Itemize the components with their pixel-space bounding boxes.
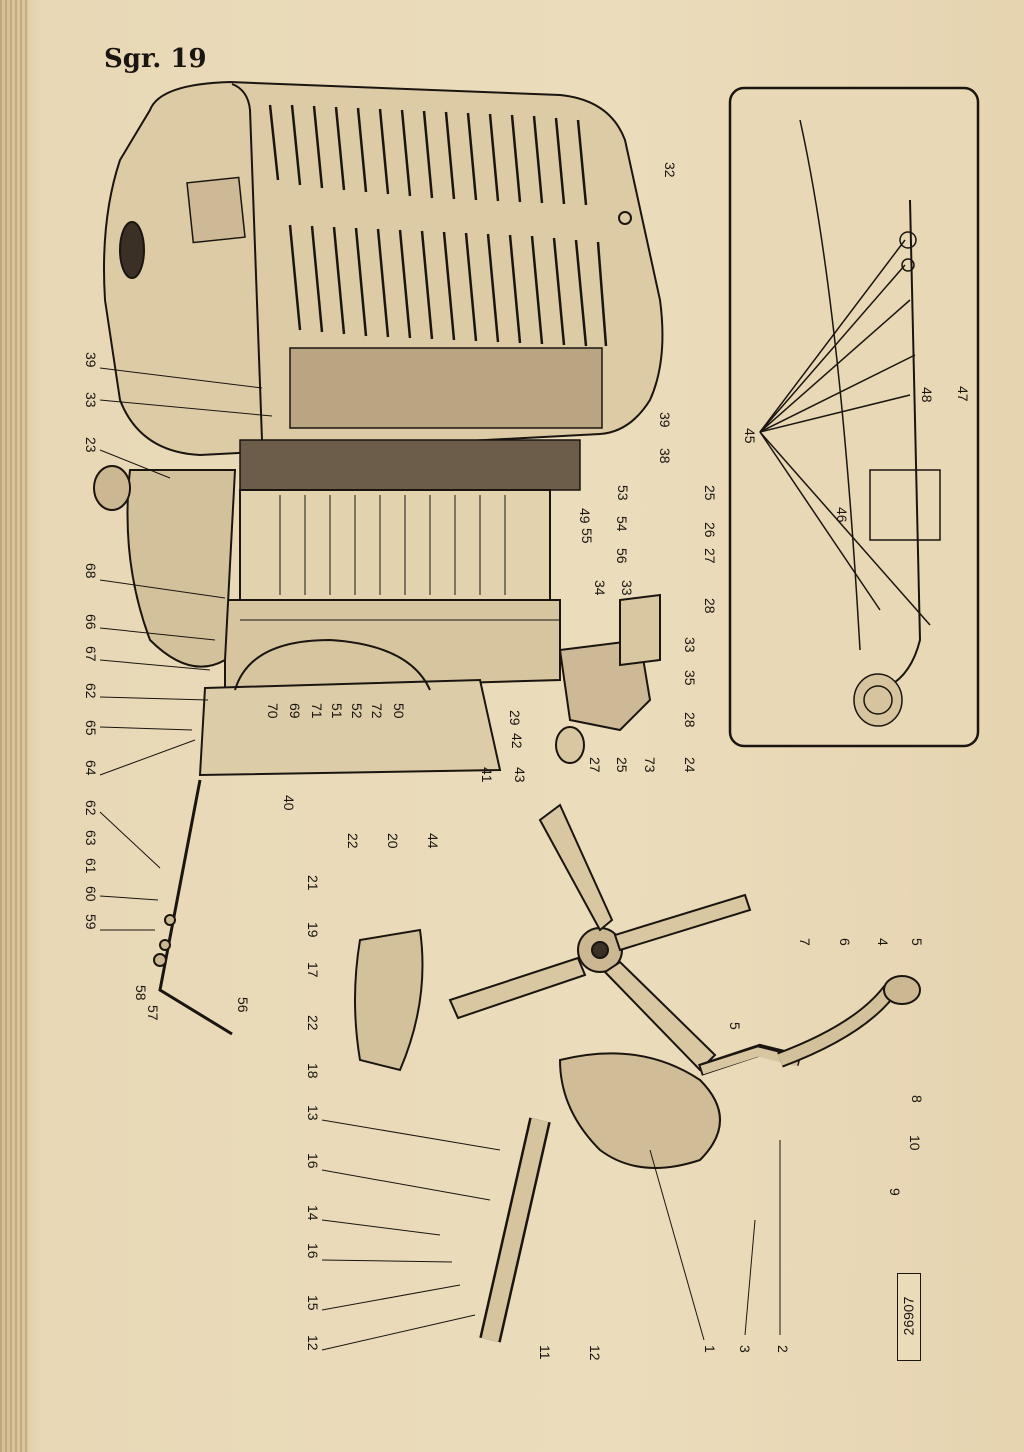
callout-8: 8 [909,1095,925,1103]
callout-20: 20 [385,833,401,849]
callout-30: 27 [587,757,603,773]
callout-70: 69 [287,703,303,719]
callout-18: 18 [305,1063,321,1079]
callout-67: 66 [83,614,99,630]
callout-37: 33 [83,392,99,408]
callout-12b: 12 [587,1345,603,1361]
callout-23: 23 [83,437,99,453]
callout-27: 27 [702,548,718,564]
callout-5b: 5 [727,1022,743,1030]
callout-36: 32 [662,162,678,178]
page-spine-edge [0,0,28,1452]
callout-71: 70 [265,703,281,719]
callout-1: 1 [702,1345,718,1353]
callout-47: 47 [955,386,971,402]
cooling-fan [448,803,752,1072]
callout-49: 49 [577,508,593,524]
callout-51: 51 [329,703,345,719]
callout-28: 28 [702,598,718,614]
callout-60: 59 [83,914,99,930]
callout-63: 62 [83,800,99,816]
callout-69: 68 [83,563,99,579]
callout-52: 52 [349,703,365,719]
callout-46: 46 [834,507,850,523]
callout-3: 3 [737,1345,753,1353]
callout-72: 71 [309,703,325,719]
callout-73: 72 [369,703,385,719]
callout-21: 21 [305,875,321,891]
callout-33: 33 [682,637,698,653]
thermostat-housing [555,593,661,764]
callout-62: 62 [83,683,99,699]
page-title: Sgr. 19 [104,44,207,74]
callout-labels: 32 39 33 23 68 66 67 62 65 64 62 63 61 6… [83,162,971,1361]
callout-56: 56 [614,548,630,564]
callout-15: 15 [305,1295,321,1311]
callout-68: 67 [83,646,99,662]
callout-39b: 39 [657,412,673,428]
callout-62b: 61 [83,858,99,874]
callout-35: 35 [682,670,698,686]
callout-25: 25 [702,485,718,501]
callout-22b: 22 [305,1015,321,1031]
callout-32: 29 [507,710,523,726]
callout-59: 58 [133,985,149,1001]
callout-14: 14 [305,1205,321,1221]
callout-48: 48 [919,387,935,403]
callout-11: 11 [537,1345,553,1360]
callout-66: 65 [83,720,99,736]
callout-33b: 33 [619,580,635,596]
callout-74: 73 [642,757,658,773]
callout-64: 63 [83,830,99,846]
callout-55: 55 [579,528,595,544]
callout-26: 26 [702,522,718,538]
callout-53: 53 [615,485,631,501]
callout-41: 41 [479,767,495,783]
callout-43: 43 [512,767,528,783]
callout-13: 13 [305,1105,321,1121]
reference-number-wrap: 26907 [897,1273,919,1359]
radiator [224,439,581,692]
fan-shroud [198,638,502,777]
callout-57: 56 [235,997,251,1013]
drain-rod [153,779,233,1036]
engine-hood [103,80,664,457]
temperature-gauge-inset [728,86,980,748]
callout-10: 10 [907,1135,923,1151]
callout-16: 16 [305,1153,321,1169]
callout-6: 6 [837,938,853,946]
water-pump-assembly [354,928,921,1343]
callout-12: 12 [305,1335,321,1351]
expansion-tank [93,465,237,668]
callout-29: 25 [614,757,630,773]
leader-lines [99,367,781,1351]
reference-number-box [897,1273,921,1361]
callout-22: 22 [345,833,361,849]
callout-34: 34 [592,580,608,596]
callout-39: 39 [83,352,99,368]
callout-24: 24 [682,757,698,773]
callout-16b: 16 [305,1243,321,1259]
callout-5: 5 [909,938,925,946]
callout-19: 19 [305,922,321,938]
reference-number: 26907 [900,1296,916,1336]
callout-61: 60 [83,886,99,902]
callout-54: 54 [614,516,630,532]
callout-42: 42 [509,733,525,749]
callout-50: 50 [391,703,407,719]
callout-7: 7 [797,938,813,946]
callout-4: 4 [875,938,891,946]
callout-9: 9 [887,1188,903,1196]
callout-38: 38 [657,448,673,464]
callout-17: 17 [305,962,321,978]
callout-44: 44 [425,833,441,849]
callout-40: 40 [281,795,297,811]
callout-58: 57 [145,1005,161,1021]
callout-65: 64 [83,760,99,776]
callout-31: 28 [682,712,698,728]
callout-45: 45 [742,428,758,444]
callout-2: 2 [775,1345,791,1353]
